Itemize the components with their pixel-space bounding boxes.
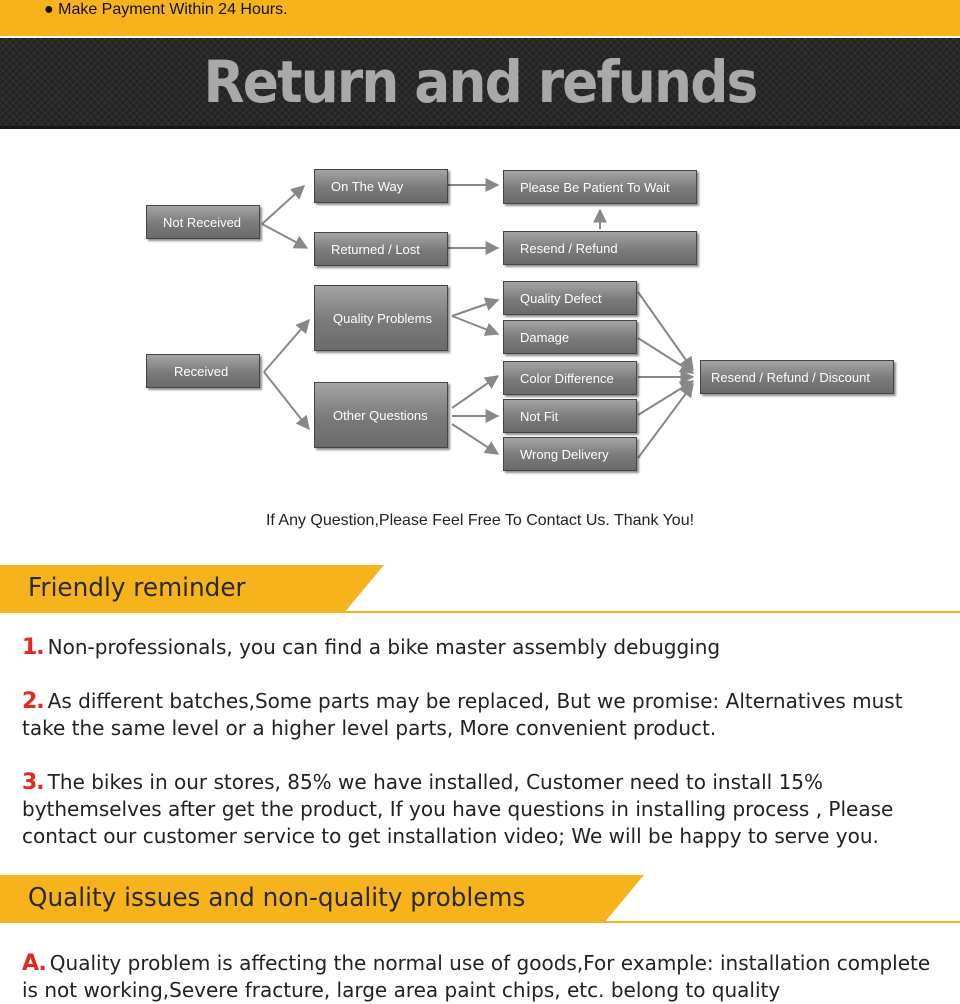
- box-resend-refund-discount: Resend / Refund / Discount: [700, 360, 894, 394]
- arrow: [261, 223, 309, 249]
- arrow: [261, 185, 306, 225]
- arrow: [451, 375, 500, 409]
- item-text: Non-professionals, you can find a bike m…: [47, 635, 721, 659]
- arrow: [263, 318, 310, 373]
- arrow: [451, 297, 500, 317]
- box-received: Received: [146, 354, 260, 388]
- arrow: [451, 423, 500, 455]
- reminder-item: 3.The bikes in our stores, 85% we have i…: [22, 769, 942, 850]
- reminder-item: 1.Non-professionals, you can find a bike…: [22, 634, 942, 661]
- box-wrong-delivery: Wrong Delivery: [503, 437, 637, 471]
- box-returned-lost: Returned / Lost: [314, 232, 448, 266]
- box-not-fit: Not Fit: [503, 399, 637, 433]
- item-text: As different batches,Some parts may be r…: [22, 689, 903, 740]
- item-number: A.: [22, 951, 47, 976]
- reminder-title: Friendly reminder: [28, 573, 246, 603]
- arrow: [637, 380, 695, 416]
- contact-text: If Any Question,Please Feel Free To Cont…: [265, 512, 695, 529]
- quality-item: A.Quality problem is affecting the norma…: [22, 950, 942, 1004]
- item-number: 1.: [22, 635, 45, 660]
- quality-header: Quality issues and non-quality problems: [0, 875, 960, 923]
- top-note: ● Make Payment Within 24 Hours.: [44, 1, 288, 18]
- box-resend-refund: Resend / Refund: [503, 231, 697, 265]
- quality-title: Quality issues and non-quality problems: [28, 883, 526, 913]
- arrow: [637, 337, 695, 374]
- reminder-item: 2.As different batches,Some parts may be…: [22, 688, 942, 742]
- item-text: The bikes in our stores, 85% we have ins…: [22, 770, 894, 848]
- box-not-received: Not Received: [146, 205, 260, 239]
- item-text: Quality problem is affecting the normal …: [22, 951, 931, 1002]
- box-quality-problems: Quality Problems: [314, 285, 448, 351]
- flowchart-arrows: [261, 178, 695, 459]
- item-number: 2.: [22, 689, 45, 714]
- reminder-header: Friendly reminder: [0, 565, 960, 613]
- item-number: 3.: [22, 770, 45, 795]
- return-flowchart: Not Received On The Way Returned / Lost …: [0, 128, 960, 488]
- box-color-difference: Color Difference: [503, 361, 637, 395]
- box-damage: Damage: [503, 320, 637, 354]
- box-quality-defect: Quality Defect: [503, 281, 637, 315]
- banner-title: Return and refunds: [203, 48, 759, 116]
- top-note-bar: ● Make Payment Within 24 Hours.: [0, 0, 960, 36]
- arrow: [263, 371, 310, 431]
- arrow: [451, 315, 500, 336]
- banner: Return and refunds: [0, 38, 960, 129]
- arrow: [637, 291, 694, 372]
- arrow: [637, 382, 694, 459]
- box-on-the-way: On The Way: [314, 169, 448, 203]
- box-other-questions: Other Questions: [314, 382, 448, 448]
- box-please-wait: Please Be Patient To Wait: [503, 170, 697, 204]
